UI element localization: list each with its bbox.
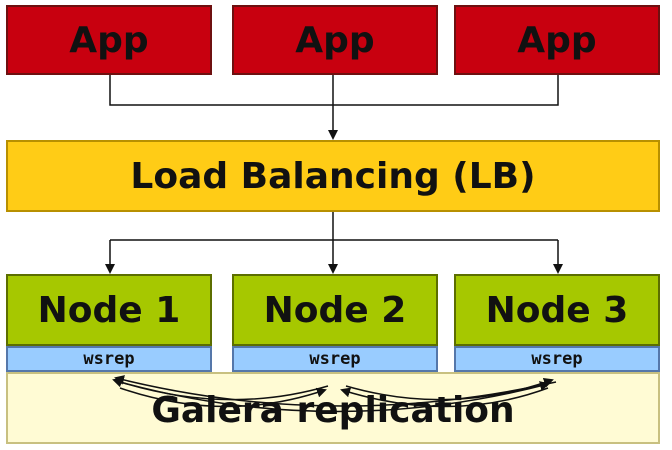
node-box-1: Node 1 [6,274,212,346]
app-3-connector [333,75,559,106]
app-box-1: App [6,5,212,75]
node-label: Node 1 [37,289,181,331]
wsrep-box-2: wsrep [232,346,438,372]
wsrep-label: wsrep [83,349,135,369]
wsrep-box-3: wsrep [454,346,660,372]
app-box-2: App [232,5,438,75]
wsrep-label: wsrep [531,349,583,369]
node-box-2: Node 2 [232,274,438,346]
app-label: App [295,19,375,61]
app-box-3: App [454,5,660,75]
galera-replication-label: Galera replication [151,390,515,431]
galera-replication-box: Galera replication [6,372,660,444]
app-label: App [69,19,149,61]
node-label: Node 3 [485,289,629,331]
app-1-connector [109,75,333,106]
load-balancer-box: Load Balancing (LB) [6,140,660,212]
node-label: Node 2 [263,289,407,331]
wsrep-label: wsrep [309,349,361,369]
app-label: App [517,19,597,61]
load-balancer-label: Load Balancing (LB) [130,155,536,197]
node-box-3: Node 3 [454,274,660,346]
wsrep-box-1: wsrep [6,346,212,372]
